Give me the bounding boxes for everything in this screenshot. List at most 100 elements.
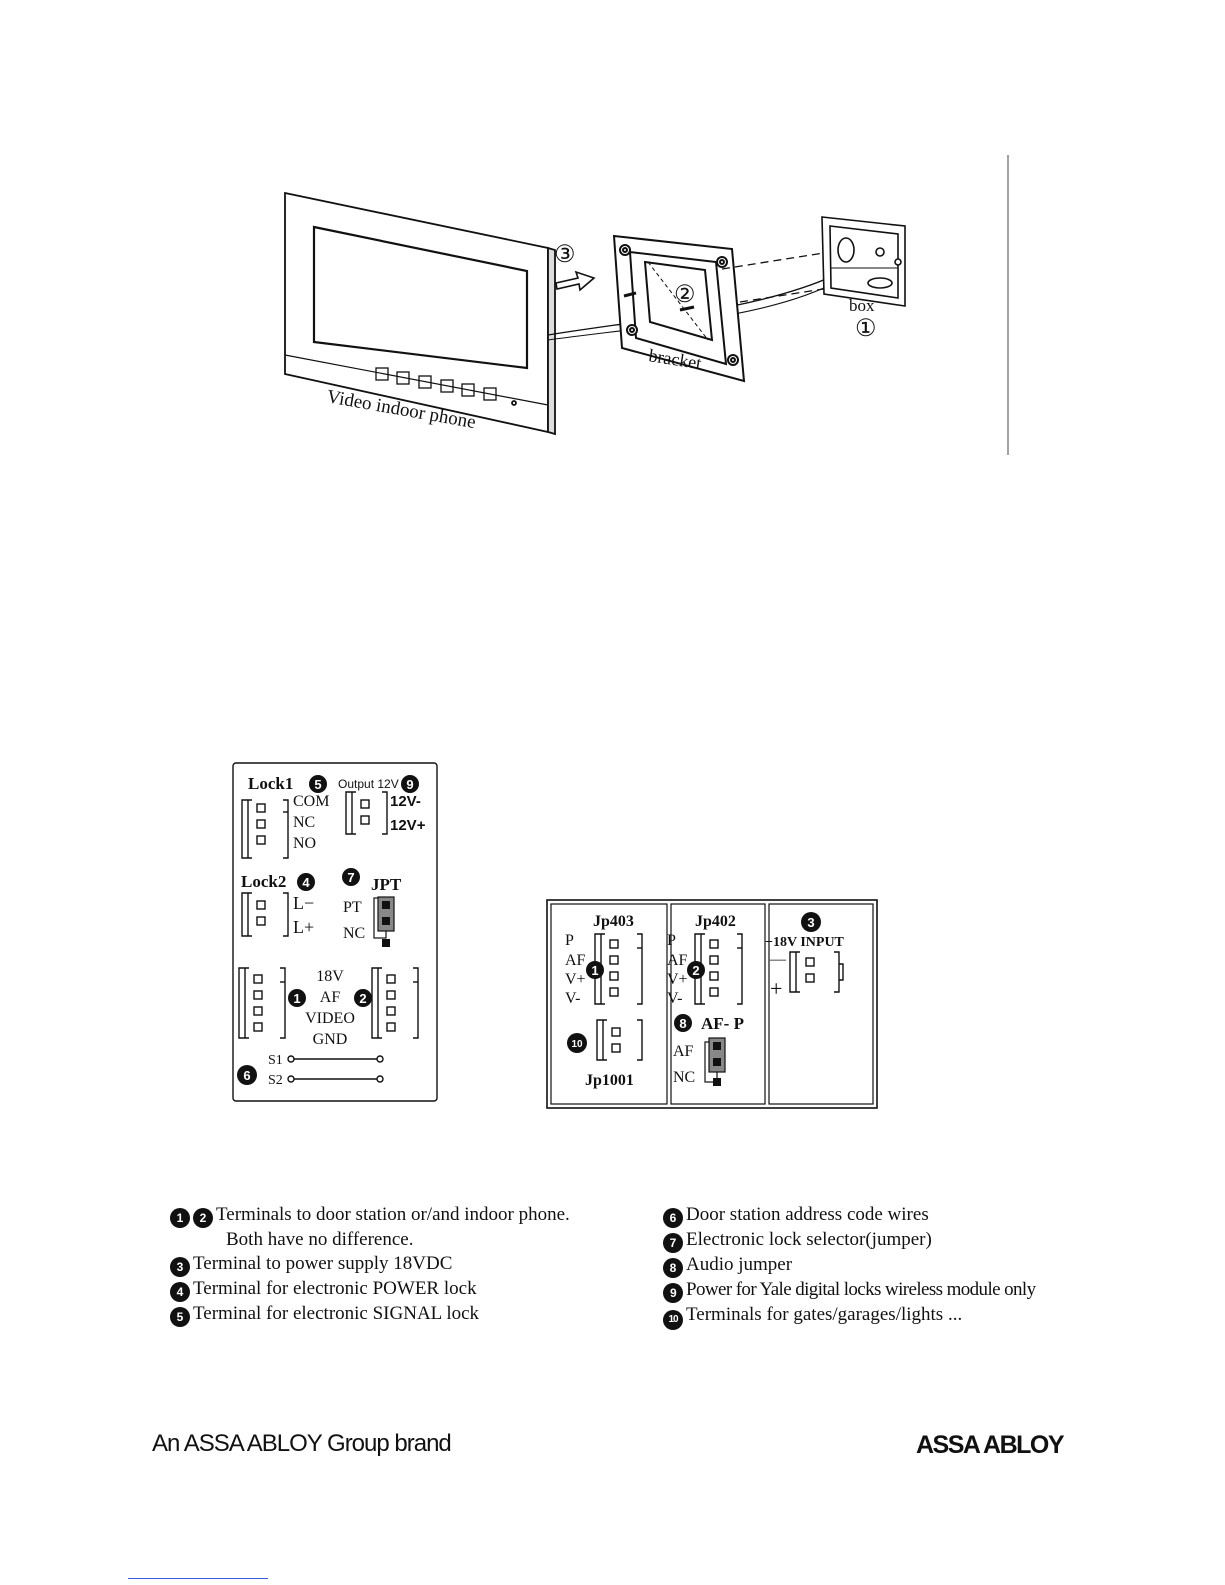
minus-label: — [769,951,787,968]
installation-diagram: ③ ② ① box bracket Video indoor phone [284,155,1009,455]
v-plus-label: V+ [565,971,586,988]
af-p-jumper [704,1037,726,1086]
jp1001-label: Jp1001 [585,1072,634,1089]
18v-input-label: +18V INPUT [765,935,845,950]
step-1-label: ① [855,316,877,342]
badge-7: 7 [663,1233,683,1253]
jp403-label: Jp403 [593,913,634,930]
badge-6: 6 [663,1208,683,1228]
af-p-label: AF- P [701,1014,744,1033]
plus-label: + [770,976,782,1001]
step-3-arrow [555,270,596,292]
legend-text: Audio jumper [686,1254,793,1275]
v-minus-label: V- [667,990,682,1007]
badge-2: 2 [193,1208,213,1228]
svg-text:8: 8 [679,1016,686,1031]
box-label: box [849,296,875,315]
no-label: NO [293,835,316,852]
badge-7 [342,868,360,886]
badge-8: 8 [663,1258,683,1278]
badge-5 [309,775,327,793]
18v-label: 18V [316,968,344,985]
badge-10: 10 [663,1310,683,1330]
badge-5: 5 [170,1307,190,1327]
af-label: AF [320,989,341,1006]
v-plus-label: V+ [667,971,688,988]
bracket [612,234,746,383]
step-2-label: ② [674,282,696,308]
legend-text: Terminals for gates/garages/lights ... [686,1304,963,1325]
badge-8 [674,1014,692,1032]
badge-2 [687,961,705,979]
badge-1: 1 [170,1208,190,1228]
nc-label: NC [293,814,315,831]
l-plus-label: L+ [293,917,314,937]
legend-text: Terminal for electronic POWER lock [193,1278,477,1299]
wall-box [821,216,906,307]
nc2-label: NC [343,925,365,942]
badge-1 [288,989,306,1007]
link-underline [128,1578,268,1579]
legend-voltage: 18VDC [393,1253,453,1274]
12v-minus-label: 12V- [390,793,421,810]
legend-text: Terminals to door station or/and indoor … [216,1204,570,1225]
step-3-label: ③ [554,242,576,268]
legend-text: Door station address code wires [686,1204,929,1225]
badge-6 [237,1065,257,1085]
af-jumper-label: AF [673,1043,694,1060]
af-label: AF [565,952,586,969]
nc-jumper-label: NC [673,1069,695,1086]
badge-4: 4 [170,1282,190,1302]
svg-text:2: 2 [359,991,366,1006]
12v-plus-label: 12V+ [390,817,426,834]
badge-4 [297,873,315,891]
indoor-phone-board: Jp403 P AF V+ V- 1 10 Jp1001 Jp402 P AF … [546,899,878,1109]
door-station-board: Lock1 5 Output 12V 9 COM NC NO 12V- 12V+… [232,762,438,1102]
s1-label: S1 [268,1053,283,1068]
legend-text: Terminal for electronic SIGNAL lock [193,1303,480,1324]
lock2-label: Lock2 [241,872,286,891]
svg-text:2: 2 [692,963,699,978]
legend-text: Power for Yale digital locks wireless mo… [686,1279,1036,1300]
brand-line: An ASSA ABLOY Group brand [152,1430,452,1457]
badge-2 [354,989,372,1007]
v-minus-label: V- [565,990,580,1007]
svg-text:10: 10 [571,1039,583,1050]
badge-3: 3 [170,1257,190,1277]
output12v-label: Output 12V [338,777,399,791]
p-label: P [667,932,676,949]
s2-label: S2 [268,1073,283,1088]
p-label: P [565,932,574,949]
output12v-connector [345,791,388,835]
badge-10 [567,1033,587,1053]
svg-text:7: 7 [347,870,354,885]
badge-3 [801,912,821,932]
legend-text: Terminal to power supply [193,1253,389,1274]
svg-text:6: 6 [243,1068,250,1083]
badge-9 [401,775,419,793]
com-label: COM [293,793,329,810]
assa-abloy-logo: ASSA ABLOY [916,1431,1065,1459]
video-indoor-phone [284,191,556,436]
power-input-connector [789,951,844,993]
pt-label: PT [343,899,362,916]
terminal-2-connector [371,967,419,1039]
svg-text:5: 5 [314,777,321,792]
address-wires [287,1055,384,1083]
jpt-jumper [373,896,395,947]
badge-9: 9 [663,1283,683,1303]
gnd-label: GND [313,1031,348,1048]
svg-text:1: 1 [293,991,300,1006]
badge-1 [586,961,604,979]
jpt-label: JPT [371,875,402,894]
